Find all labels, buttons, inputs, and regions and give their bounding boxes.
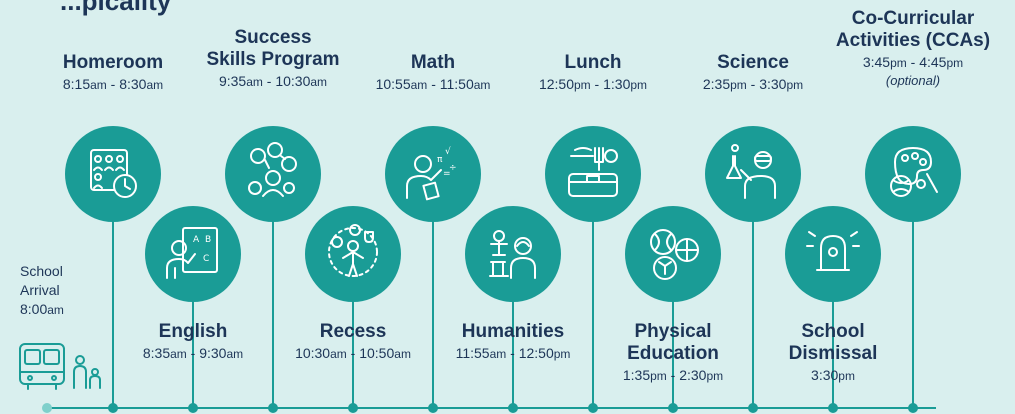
svg-text:√: √ bbox=[445, 146, 451, 157]
recess-play-icon bbox=[305, 206, 401, 302]
science-lab-icon bbox=[705, 126, 801, 222]
schedule-label: Science 2:35pm - 3:30pm bbox=[703, 52, 803, 95]
sports-balls-icon bbox=[625, 206, 721, 302]
period-name: Lunch bbox=[564, 52, 622, 73]
timeline-line bbox=[46, 407, 936, 409]
period-time: 8:15am - 8:30am bbox=[62, 76, 164, 92]
period-name: Dismissal bbox=[788, 343, 878, 364]
timeline-connector bbox=[272, 174, 274, 408]
arrival-time-num: 8:00 bbox=[20, 301, 48, 317]
school-bell-icon bbox=[785, 206, 881, 302]
period-name: Science bbox=[717, 52, 789, 73]
timeline-connector bbox=[832, 254, 834, 408]
svg-text:B: B bbox=[205, 235, 211, 245]
svg-text:=: = bbox=[443, 169, 451, 179]
period-time: 9:35am - 10:30am bbox=[218, 73, 328, 89]
schedule-label: Humanities 11:55am - 12:50pm bbox=[456, 321, 571, 364]
period-name: Skills Program bbox=[206, 49, 340, 70]
svg-text:÷: ÷ bbox=[449, 163, 457, 173]
timeline-connector bbox=[672, 254, 674, 408]
period-time: 10:30am - 10:50am bbox=[295, 345, 411, 361]
timeline-connector bbox=[112, 174, 114, 408]
schedule-label: English 8:35am - 9:30am bbox=[143, 321, 243, 364]
svg-text:π: π bbox=[437, 155, 443, 165]
period-name: English bbox=[158, 321, 228, 342]
period-name: Recess bbox=[319, 321, 387, 342]
math-teacher-icon: π√ ÷= bbox=[385, 126, 481, 222]
period-time: 10:55am - 11:50am bbox=[375, 76, 491, 92]
timeline-connector bbox=[432, 174, 434, 408]
period-time: 3:45pm - 4:45pm bbox=[862, 54, 964, 70]
timeline-connector bbox=[912, 174, 914, 408]
arrival-line2: Arrival bbox=[20, 282, 60, 298]
period-name: Math bbox=[410, 52, 456, 73]
period-name: Education bbox=[627, 343, 719, 364]
arrival-time-suffix: am bbox=[47, 303, 64, 317]
page-title-fragment: ...picality bbox=[60, 0, 172, 16]
schedule-label: Lunch 12:50pm - 1:30pm bbox=[539, 52, 647, 95]
period-time: 1:35pm - 2:30pm bbox=[622, 367, 724, 383]
timeline-connector bbox=[512, 254, 514, 408]
timeline-connector bbox=[592, 174, 594, 408]
period-name: Humanities bbox=[461, 321, 565, 342]
arrival-line1: School bbox=[20, 263, 63, 279]
arrival-time: 8:00am bbox=[20, 300, 64, 320]
period-time: 3:30pm bbox=[811, 367, 855, 383]
period-time: 8:35am - 9:30am bbox=[142, 345, 244, 361]
school-bus-icon bbox=[19, 343, 101, 390]
timeline-connector bbox=[192, 254, 194, 408]
schedule-label: Math 10:55am - 11:50am bbox=[376, 52, 491, 95]
period-name: Homeroom bbox=[62, 52, 164, 73]
svg-text:C: C bbox=[203, 254, 209, 264]
period-name: Activities (CCAs) bbox=[835, 30, 991, 51]
schedule-label: Homeroom 8:15am - 8:30am bbox=[63, 52, 163, 95]
period-name: Co-Curricular bbox=[851, 8, 975, 29]
timeline-connector bbox=[352, 254, 354, 408]
period-note: (optional) bbox=[885, 73, 941, 88]
art-palette-icon bbox=[865, 126, 961, 222]
skills-gears-icon bbox=[225, 126, 321, 222]
period-name: Physical bbox=[634, 321, 712, 342]
schedule-label: Recess 10:30am - 10:50am bbox=[295, 321, 411, 364]
svg-text:A: A bbox=[193, 235, 200, 245]
school-arrival-label: School Arrival 8:00am bbox=[20, 262, 64, 320]
humanities-icon bbox=[465, 206, 561, 302]
period-time: 11:55am - 12:50pm bbox=[455, 345, 571, 361]
classroom-clock-icon bbox=[65, 126, 161, 222]
timeline-connector bbox=[752, 174, 754, 408]
period-time: 12:50pm - 1:30pm bbox=[538, 76, 648, 92]
period-time: 2:35pm - 3:30pm bbox=[702, 76, 804, 92]
period-name: Success bbox=[234, 27, 312, 48]
period-name: School bbox=[801, 321, 865, 342]
lunch-box-icon bbox=[545, 126, 641, 222]
timeline-start-dot bbox=[42, 403, 52, 413]
